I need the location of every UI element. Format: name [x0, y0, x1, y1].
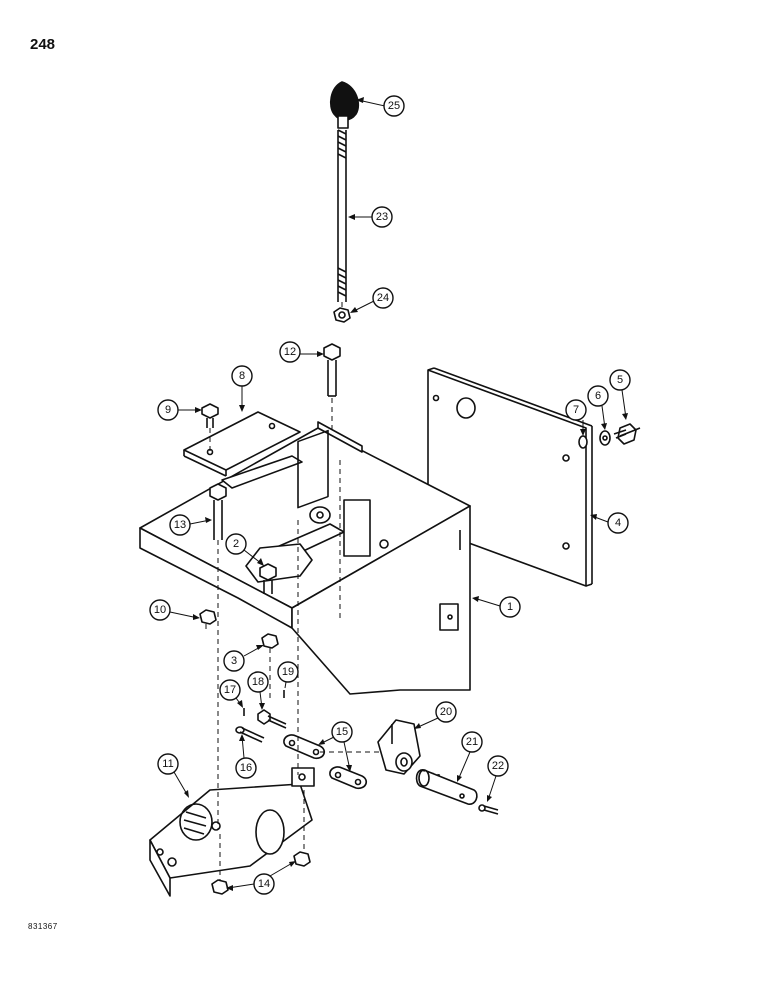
callout-5: [609, 369, 631, 391]
clevis-block: [377, 719, 421, 775]
callout-14: [253, 873, 275, 895]
side-plate-hardware: [578, 423, 641, 449]
callout-13-label: 13: [174, 519, 186, 531]
callout-18: [247, 671, 269, 693]
callout-19-label: 19: [282, 666, 294, 678]
spacer-plate: [183, 411, 301, 477]
callout-21-label: 21: [466, 736, 478, 748]
callout-6-label: 6: [595, 390, 601, 402]
hex-nut-center: [261, 633, 279, 649]
jam-nut: [333, 307, 351, 323]
link-upper: [283, 734, 326, 760]
callout-12-label: 12: [284, 346, 296, 358]
link-lower: [329, 766, 368, 790]
callout-20-label: 20: [440, 706, 452, 718]
callout-7: [565, 399, 587, 421]
callout-23: [371, 206, 393, 228]
callout-layer: 25 23 24 12 8 9 13 2: [149, 95, 631, 895]
lever-rod: [337, 129, 347, 302]
hex-nut-left: [199, 609, 217, 625]
callout-2-label: 2: [233, 538, 239, 550]
callout-8-label: 8: [239, 370, 245, 382]
hinge-pin: [415, 769, 478, 805]
callout-18-label: 18: [252, 676, 264, 688]
callout-16: [235, 757, 257, 779]
callout-4-label: 4: [615, 517, 621, 529]
callout-3-label: 3: [231, 655, 237, 667]
callout-22: [487, 755, 509, 777]
callout-6: [587, 385, 609, 407]
control-valve: [149, 767, 315, 897]
clevis-pin: [235, 726, 265, 743]
short-bolt: [201, 403, 219, 428]
callout-3: [223, 650, 245, 672]
callout-9-label: 9: [165, 404, 171, 416]
callout-14-label: 14: [258, 878, 270, 890]
callout-13: [169, 514, 191, 536]
control-knob: [329, 81, 360, 129]
bolt-18: [257, 709, 287, 729]
page-number: 248: [30, 36, 56, 53]
cotter-pin-22: [478, 804, 499, 815]
callout-19: [277, 661, 299, 683]
callout-5-label: 5: [617, 374, 623, 386]
long-bolt: [323, 343, 341, 397]
callout-24: [372, 287, 394, 309]
callout-4: [607, 512, 629, 534]
callout-10: [149, 599, 171, 621]
callout-17: [219, 679, 241, 701]
callout-17-label: 17: [224, 684, 236, 696]
callout-20: [435, 701, 457, 723]
callout-23-label: 23: [376, 211, 388, 223]
callout-7-label: 7: [573, 404, 579, 416]
callout-1: [499, 596, 521, 618]
stop-plate: [245, 543, 313, 594]
callout-24-label: 24: [377, 292, 389, 304]
callout-25-label: 25: [388, 100, 400, 112]
callout-15-label: 15: [336, 726, 348, 738]
callout-16-label: 16: [240, 762, 252, 774]
callout-8: [231, 365, 253, 387]
assembly-lines: [205, 302, 441, 880]
callout-22-label: 22: [492, 760, 504, 772]
bracket-bolt: [209, 483, 227, 540]
callout-2: [225, 533, 247, 555]
valve-nut-lower: [211, 879, 229, 895]
callout-10-label: 10: [154, 604, 166, 616]
valve-nut-right: [293, 851, 311, 867]
callout-21: [461, 731, 483, 753]
callout-9: [157, 399, 179, 421]
figure-code: 831367: [28, 922, 58, 931]
callout-25: [383, 95, 405, 117]
callout-11: [157, 753, 179, 775]
callout-1-label: 1: [507, 601, 513, 613]
mounting-bracket: [139, 421, 471, 695]
callout-15: [331, 721, 353, 743]
callout-11-label: 11: [162, 758, 173, 770]
callout-12: [279, 341, 301, 363]
